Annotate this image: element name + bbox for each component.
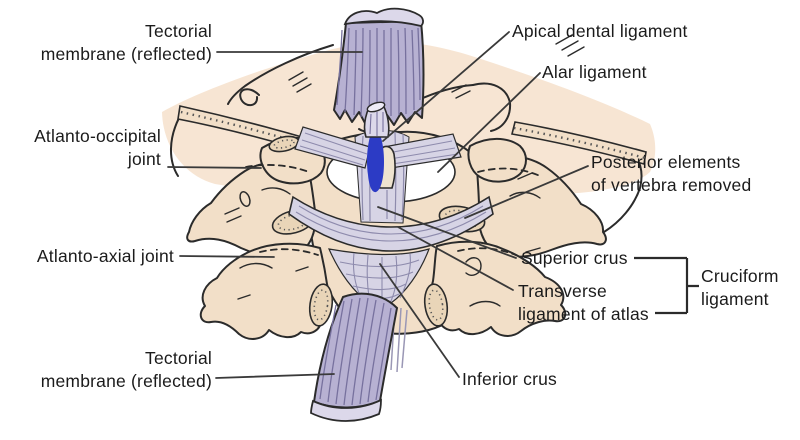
leader-inferior-crus xyxy=(379,263,460,378)
membrane-bottom-striations xyxy=(319,297,392,406)
cruciform-bracket xyxy=(634,256,699,315)
transverse-ligament-band xyxy=(288,195,494,252)
leader-tectorial-bottom xyxy=(215,373,335,379)
transverse-band-fibers xyxy=(295,205,487,242)
membrane-top-cut-rim xyxy=(343,7,424,27)
leader-lines xyxy=(167,31,589,379)
label-line: joint xyxy=(127,149,161,169)
atlanto-occipital-joint-line-right xyxy=(477,167,541,177)
alar-ligament-left xyxy=(294,126,371,169)
label-line: ligament xyxy=(701,289,769,309)
label-alar-ligament: Alar ligament xyxy=(542,61,647,84)
atlanto-axial-joint-line-right xyxy=(457,247,517,256)
alar-right-fibers xyxy=(387,140,459,165)
label-line: Transverse xyxy=(518,281,607,301)
bone-hatching xyxy=(288,34,585,99)
cruciform-ligament-complex xyxy=(288,126,494,373)
leader-atlanto-occipital xyxy=(167,166,262,169)
tectorial-membrane-bottom xyxy=(310,292,399,422)
right-cut-rim xyxy=(511,121,647,166)
tectorial-membrane-top xyxy=(333,7,425,138)
label-line: membrane (reflected) xyxy=(40,44,212,64)
label-line: of vertebra removed xyxy=(591,175,752,195)
label-inferior-crus: Inferior crus xyxy=(462,368,557,391)
right-occipital-condyle xyxy=(467,137,527,183)
label-superior-crus: Superior crus xyxy=(521,247,628,270)
leader-posterior-elements xyxy=(464,165,589,219)
label-line: Atlanto-axial joint xyxy=(36,246,174,266)
leader-apical-dental xyxy=(382,31,510,142)
label-tectorial-membrane-top: Tectorial membrane (reflected) xyxy=(26,20,212,66)
joint-lines xyxy=(245,164,541,256)
inferior-fan-fibers xyxy=(339,252,420,305)
atlanto-occipital-joint-line-left xyxy=(245,164,310,173)
label-apical-dental-ligament: Apical dental ligament xyxy=(512,20,688,43)
atlanto-axial-joint-line-left xyxy=(259,248,319,256)
membrane-top-striations xyxy=(336,27,421,118)
label-transverse-ligament: Transverse ligament of atlas xyxy=(518,280,649,326)
label-line: Superior crus xyxy=(521,248,628,268)
label-cruciform-ligament: Cruciform ligament xyxy=(701,265,779,311)
label-posterior-elements: Posterior elements of vertebra removed xyxy=(591,151,751,197)
leader-alar xyxy=(437,72,541,173)
membrane-stub-striations xyxy=(369,112,384,136)
leader-superior-crus xyxy=(377,206,517,259)
label-line: Apical dental ligament xyxy=(512,21,688,41)
label-line: Tectorial xyxy=(145,348,212,368)
label-line: Tectorial xyxy=(145,21,212,41)
label-line: Cruciform xyxy=(701,266,779,286)
apical-dental-ligament-highlight xyxy=(367,129,384,193)
alar-left-fibers xyxy=(299,132,368,166)
membrane-bottom-cut-rim xyxy=(310,398,382,422)
label-tectorial-membrane-bottom: Tectorial membrane (reflected) xyxy=(26,347,212,393)
label-line: Alar ligament xyxy=(542,62,647,82)
label-line: ligament of atlas xyxy=(518,304,649,324)
label-line: membrane (reflected) xyxy=(40,371,212,391)
label-atlanto-axial-joint: Atlanto-axial joint xyxy=(18,245,174,268)
label-line: Inferior crus xyxy=(462,369,557,389)
label-line: Atlanto-occipital xyxy=(34,126,161,146)
membrane-stub-cut-face xyxy=(366,101,386,113)
leader-transverse-ligament xyxy=(397,226,514,291)
label-line: Posterior elements xyxy=(591,152,741,172)
axis-left-wing xyxy=(199,242,330,340)
label-atlanto-occipital-joint: Atlanto-occipital joint xyxy=(18,125,161,171)
leader-atlanto-axial xyxy=(179,255,275,258)
